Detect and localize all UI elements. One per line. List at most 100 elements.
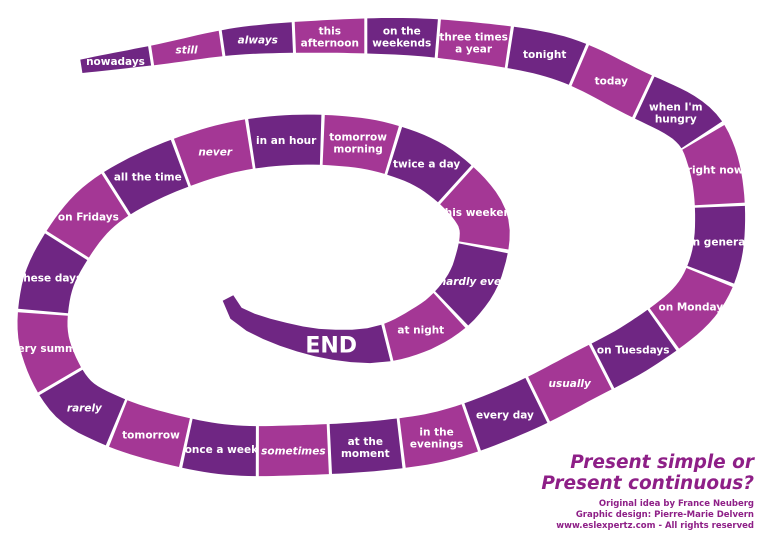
board-square: these days (18, 233, 88, 314)
title-line-2: Present continuous? (541, 473, 754, 494)
board-square-tile (399, 404, 478, 468)
board-square-tile (39, 369, 126, 446)
board-square-label: this weekend (440, 207, 519, 219)
board-square-tile (437, 19, 511, 68)
board-square: once a week (182, 418, 259, 477)
board-square-tile (322, 115, 399, 174)
board-square-tile (46, 173, 129, 258)
title-line-1: Present simple or (570, 452, 754, 473)
board-square-tile (682, 125, 745, 206)
board-square-label: on Fridays (58, 212, 119, 224)
board-square-tile (464, 377, 548, 451)
board-square-label: twice a day (393, 159, 460, 171)
board-square-label: always (238, 34, 278, 46)
board-square-tile (635, 76, 723, 149)
board-square-label: every summer (4, 343, 89, 355)
board-square: rarely (39, 369, 126, 446)
board-square: always (221, 22, 293, 56)
credit-idea: Original idea by France Neuberg (598, 499, 754, 509)
board-square-label: hardly ever (439, 276, 507, 288)
board-square-label: in an hour (256, 135, 317, 147)
board-square-label: all the time (114, 172, 182, 184)
board-square-tile (258, 424, 329, 477)
board-square: tomorrow (109, 400, 190, 467)
game-title: Present simple or Present continuous? (541, 452, 754, 494)
board-square-tile (507, 26, 587, 85)
board-square-tile (687, 205, 746, 284)
credit-design: Graphic design: Pierre-Marie Delvern (575, 510, 754, 520)
board-square: this weekend (440, 167, 519, 250)
board-square-label: on Tuesdays (597, 344, 670, 356)
board-square: nowadays (80, 46, 152, 73)
board-square: every summer (4, 312, 89, 393)
board-square-tile (173, 119, 253, 186)
board-square-tile (435, 243, 508, 326)
board-square-label: every day (476, 410, 534, 422)
board-square-tile (80, 46, 152, 73)
board-square-tile (440, 167, 510, 250)
board-square: usually (528, 344, 612, 422)
board-square-tile (367, 18, 438, 58)
end-tile (222, 295, 391, 364)
board-square-tile (384, 293, 466, 361)
board-square-label: at night (397, 325, 444, 337)
credit-website: www.eslexpertz.com - All rights reserved (556, 521, 754, 531)
board-square-tile (104, 139, 189, 215)
board-square: sometimes (258, 424, 329, 477)
board-square-label: today (595, 76, 629, 88)
board-square: at night (384, 293, 466, 361)
board-square-tile (571, 45, 652, 118)
board-square: every day (464, 377, 548, 451)
board-square: still (151, 30, 223, 66)
board-square: all the time (104, 139, 189, 215)
board-square-label: these days (18, 272, 82, 284)
board-square-label: never (198, 147, 233, 159)
board-square-tile (182, 418, 256, 477)
board-square-label: once a week (185, 444, 259, 456)
board-square-tile (329, 418, 403, 474)
board-square-label: rarely (67, 402, 103, 414)
board-square-tile (387, 127, 472, 203)
board-square-tile (591, 309, 677, 389)
board-square-label: sometimes (261, 445, 325, 457)
board-square-tile (294, 18, 365, 54)
board-square-tile (17, 312, 81, 393)
board-square: tonight (507, 26, 587, 85)
board-square-label: right now (687, 165, 744, 177)
board-square-label: on Monday (658, 301, 723, 313)
end-label: END (305, 333, 357, 358)
board-square: hardly ever (435, 243, 508, 326)
board-square-tile (151, 30, 223, 66)
board-square: in general (687, 205, 749, 284)
board-square: never (173, 119, 253, 186)
board-square-tile (109, 400, 190, 467)
board-square: on Monday (649, 268, 733, 349)
board-square: on Fridays (46, 173, 129, 258)
board-square: in an hour (248, 114, 322, 169)
board-square: on Tuesdays (591, 309, 677, 389)
board-square-label: still (176, 44, 198, 56)
board-square-label: tonight (523, 49, 566, 61)
board-square-tile (528, 344, 612, 422)
board-square: twice a day (387, 127, 472, 203)
credits: Original idea by France Neuberg Graphic … (556, 499, 754, 532)
board-square-label: nowadays (86, 56, 145, 68)
board-square-label: tomorrow (122, 429, 180, 441)
board-square: right now (682, 125, 745, 206)
